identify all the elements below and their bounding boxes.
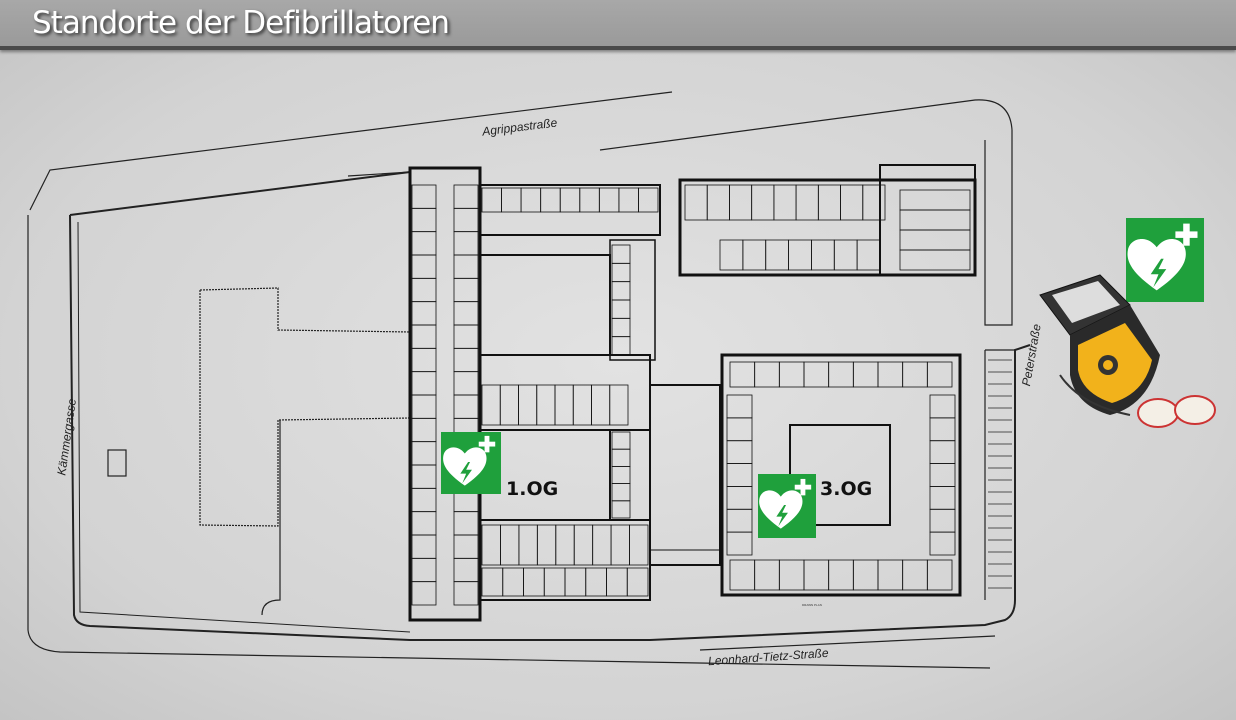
site-boundary <box>69 171 1031 641</box>
floor-label-1og: 1.OG <box>506 478 559 500</box>
courtyard-north <box>479 254 611 356</box>
aed-sign-legend <box>1126 218 1204 302</box>
title-bar: Standorte der Defibrillatoren <box>0 0 1236 50</box>
page-title: Standorte der Defibrillatoren <box>32 5 450 41</box>
wing-east <box>720 353 962 597</box>
floor-label-3og: 3.OG <box>820 478 873 500</box>
link-middle <box>479 354 651 431</box>
aed-sign-3og[interactable] <box>758 474 816 538</box>
wing-west <box>408 166 482 622</box>
aed-heart-icon <box>443 435 496 486</box>
road-outline-south <box>699 635 996 651</box>
road-outline-outer <box>27 215 991 669</box>
road-outline-ne <box>599 99 1013 326</box>
road-outline-north <box>29 91 673 211</box>
aed-sign-1og[interactable] <box>441 432 501 494</box>
aed-heart-icon <box>759 478 812 529</box>
aed-heart-icon <box>1127 223 1198 291</box>
wing-north <box>479 184 661 236</box>
svg-text:DRAWN PLAN: DRAWN PLAN <box>802 603 822 607</box>
wing-northeast <box>678 178 977 277</box>
central-block <box>649 384 721 566</box>
